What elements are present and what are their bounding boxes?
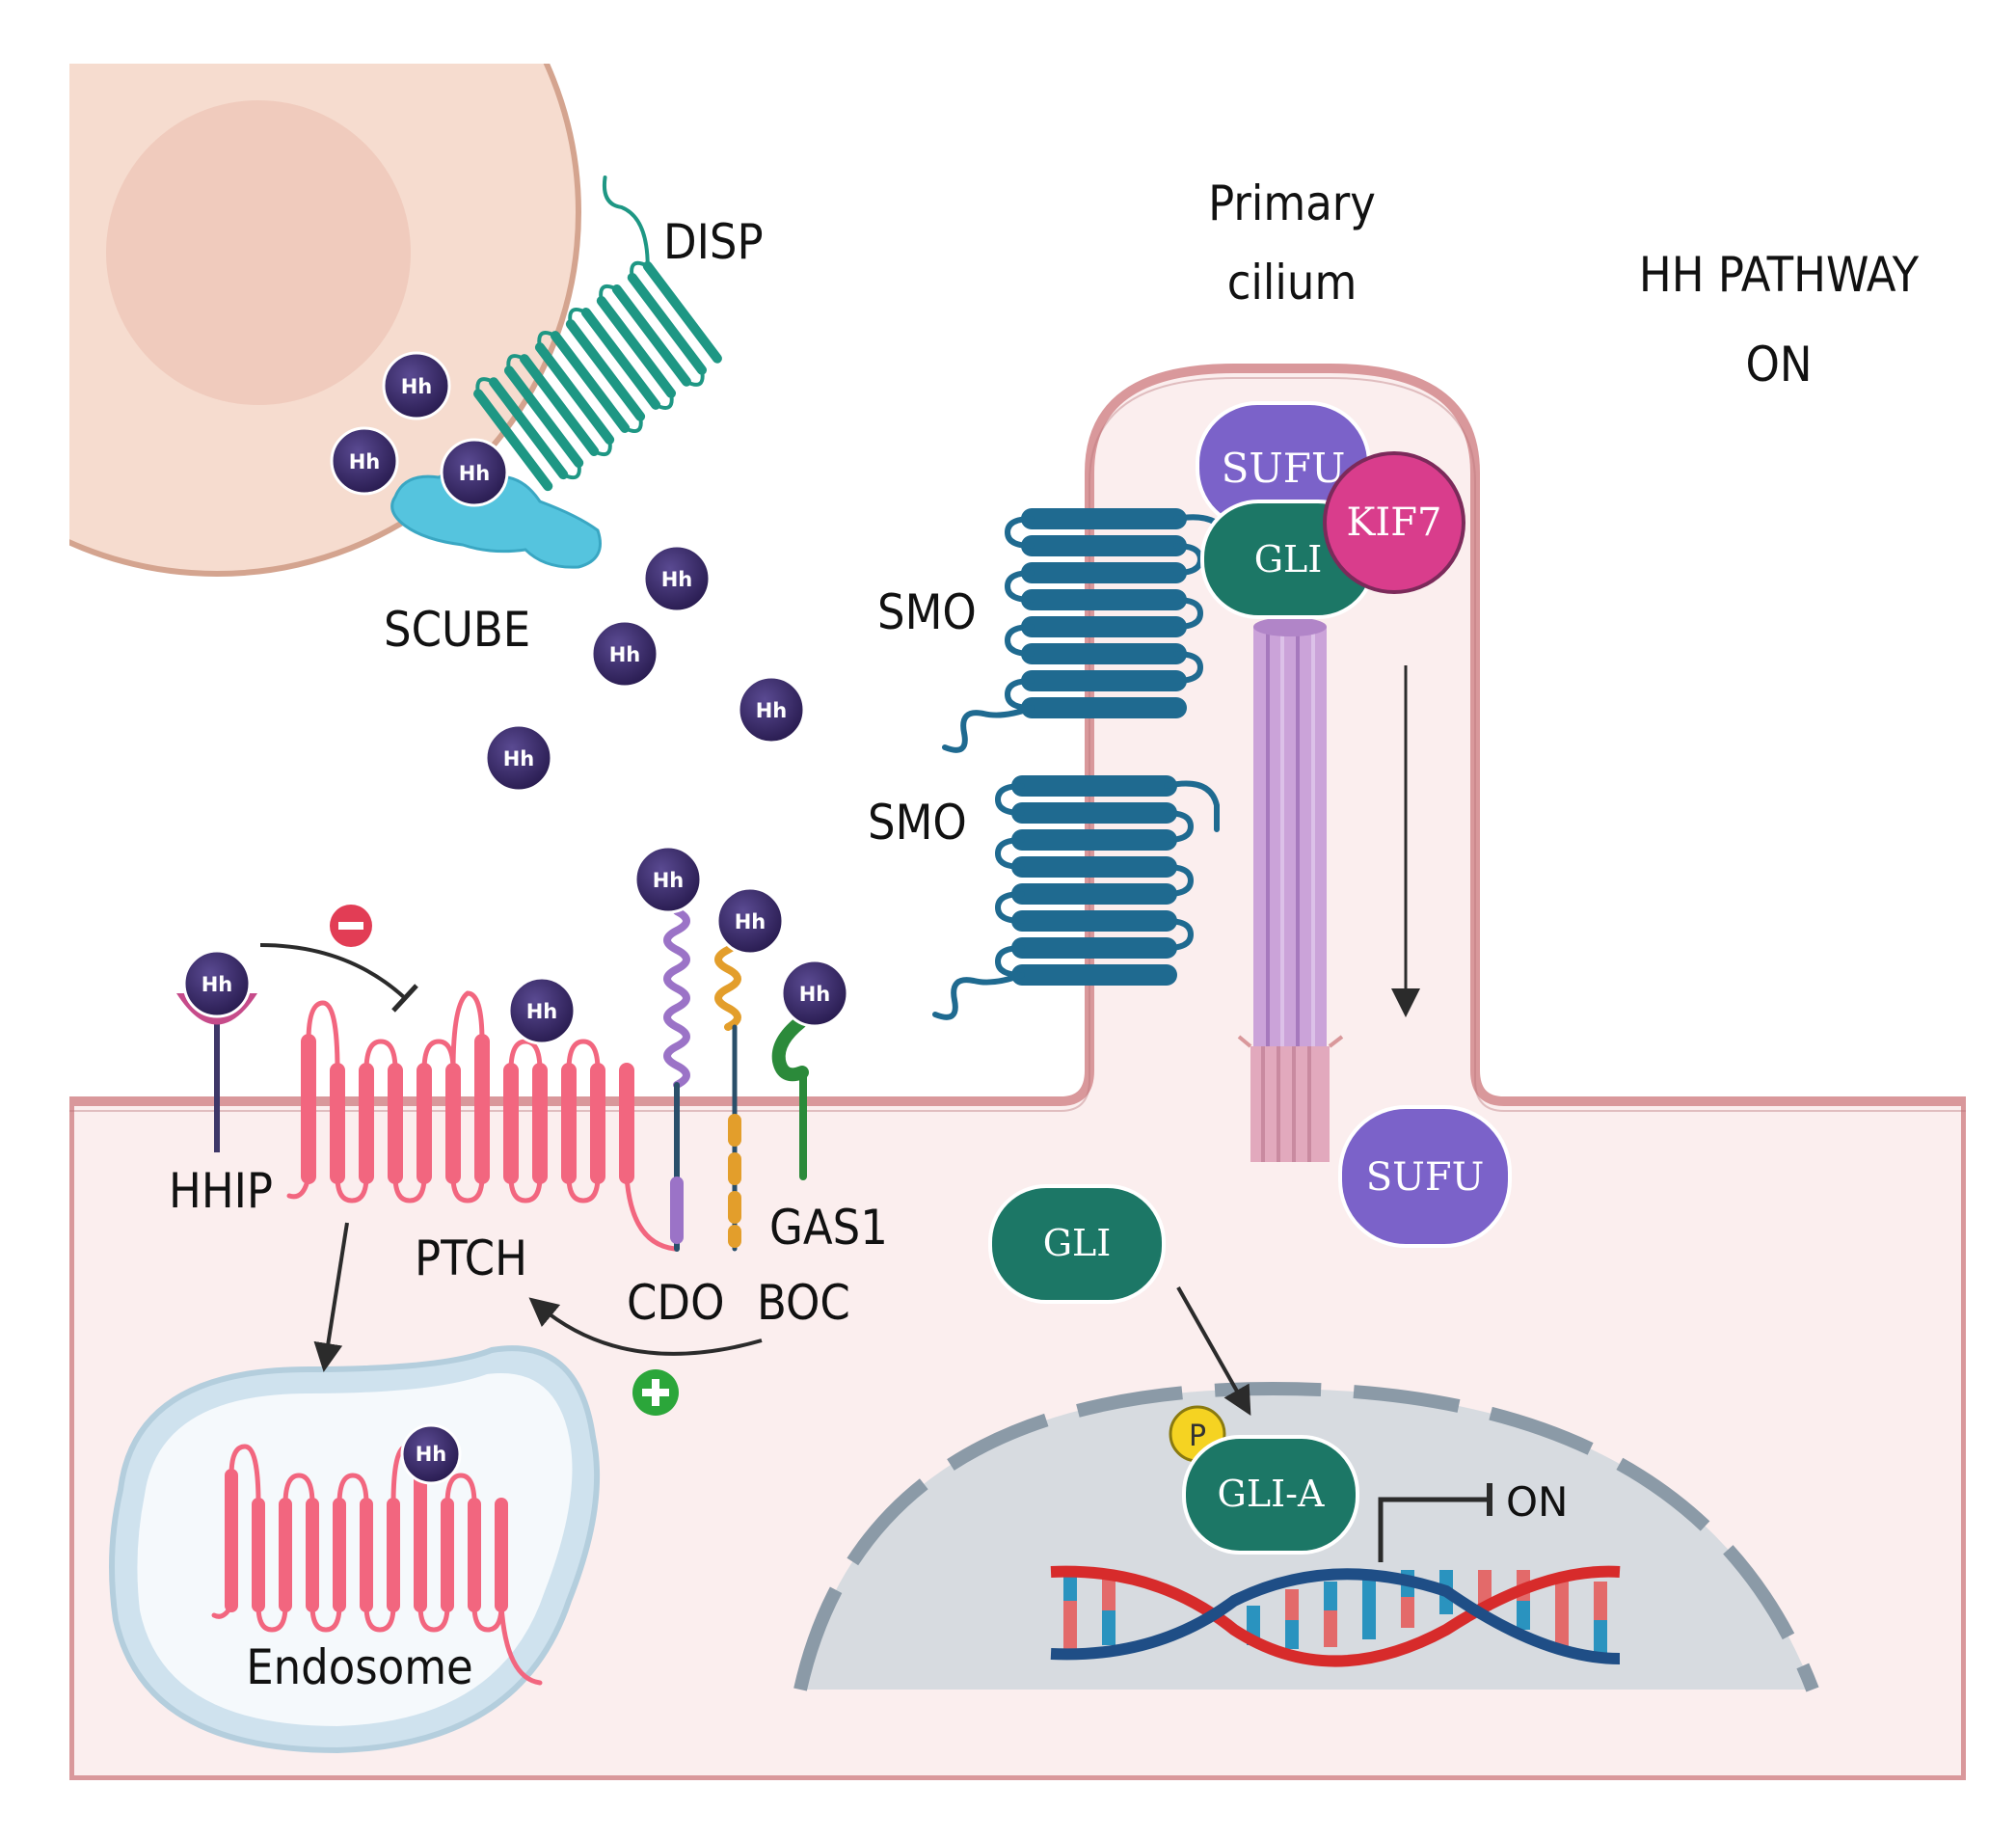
- label-boc: BOC: [757, 1275, 850, 1331]
- disp-protein: [473, 175, 722, 492]
- label-hhip: HHIP: [169, 1163, 273, 1219]
- svg-text:Hh: Hh: [349, 450, 381, 473]
- ptch-protein: [286, 990, 678, 1252]
- svg-text:ON: ON: [1506, 1478, 1568, 1526]
- sufu-gli-kif7-complex: SUFU GLI KIF7: [1196, 401, 1465, 619]
- svg-text:Hh: Hh: [416, 1443, 447, 1466]
- secreting-cell-nucleus: [106, 100, 411, 405]
- gli-a-activator: GLI-A: [1182, 1435, 1359, 1555]
- hh-ligand: Hh: [590, 619, 659, 689]
- hh-ligand: Hh: [507, 976, 577, 1045]
- gli-to-nucleus-arrow: [1176, 1286, 1251, 1417]
- label-disp: DISP: [663, 214, 764, 270]
- hh-ligand: Hh: [440, 438, 509, 507]
- svg-text:Hh: Hh: [526, 1000, 558, 1023]
- hh-ligand: Hh: [780, 959, 849, 1028]
- gas1-protein: [771, 1015, 809, 1180]
- smo-lower: [932, 775, 1220, 1020]
- label-cdo: CDO: [627, 1275, 724, 1331]
- label-endosome: Endosome: [246, 1639, 472, 1695]
- svg-text:Hh: Hh: [661, 568, 693, 591]
- labels: DISP SCUBE Primary cilium HH PATHWAY ON …: [169, 176, 1920, 1695]
- label-scube: SCUBE: [384, 602, 530, 658]
- svg-text:P: P: [1189, 1420, 1206, 1453]
- svg-text:SUFU: SUFU: [1366, 1155, 1485, 1200]
- cdo-protein: [663, 907, 690, 1252]
- svg-text:Hh: Hh: [459, 462, 491, 485]
- smo-upper: [942, 508, 1232, 753]
- hh-ligand: Hh: [182, 949, 252, 1018]
- ptch-to-endosome-arrow: [313, 1222, 349, 1372]
- svg-text:GLI: GLI: [1254, 538, 1323, 581]
- dna-helix: [1050, 1565, 1621, 1667]
- svg-text:Hh: Hh: [653, 869, 685, 892]
- hh-ligand: Hh: [715, 886, 785, 956]
- kif7: [1323, 451, 1465, 594]
- label-primary-cilium-2: cilium: [1227, 255, 1357, 311]
- hh-ligand: Hh: [330, 426, 399, 496]
- svg-text:Hh: Hh: [735, 910, 766, 933]
- hh-ligands: Hh Hh Hh Hh Hh Hh Hh Hh Hh Hh Hh Hh Hh: [182, 351, 849, 1485]
- cilium-axoneme: [1237, 617, 1344, 1162]
- svg-text:SUFU: SUFU: [1222, 445, 1346, 492]
- svg-text:Hh: Hh: [401, 375, 433, 398]
- page-title-line2: ON: [1745, 337, 1812, 392]
- minus-sign: [330, 905, 372, 947]
- coreceptor-activation-arrow: [528, 1297, 763, 1356]
- transcription-on-marker: ON: [1378, 1478, 1568, 1562]
- svg-text:Hh: Hh: [799, 983, 831, 1006]
- label-smo-lower: SMO: [868, 795, 967, 851]
- label-gas1: GAS1: [769, 1200, 888, 1256]
- hh-ligand: Hh: [400, 1423, 462, 1485]
- label-ptch: PTCH: [415, 1231, 527, 1286]
- plus-sign: [632, 1369, 679, 1416]
- hh-ligand: Hh: [633, 845, 703, 914]
- svg-text:KIF7: KIF7: [1347, 500, 1442, 545]
- hh-ligand: Hh: [484, 723, 553, 793]
- hhip-inhibits-ptch-arrow: [259, 943, 418, 1013]
- svg-text:Hh: Hh: [202, 973, 233, 996]
- svg-text:GLI: GLI: [1043, 1222, 1112, 1264]
- svg-text:GLI-A: GLI-A: [1218, 1473, 1325, 1515]
- label-smo-upper: SMO: [877, 584, 977, 640]
- hh-ligand: Hh: [737, 675, 806, 744]
- svg-text:Hh: Hh: [756, 699, 788, 722]
- hh-ligand: Hh: [642, 544, 712, 613]
- page-title-line1: HH PATHWAY: [1639, 247, 1920, 303]
- gli-released: GLI: [988, 1184, 1166, 1304]
- sufu-released: SUFU: [1338, 1105, 1512, 1248]
- label-primary-cilium-1: Primary: [1208, 176, 1376, 231]
- svg-text:Hh: Hh: [503, 747, 535, 771]
- svg-text:Hh: Hh: [609, 643, 641, 666]
- hh-ligand: Hh: [382, 351, 451, 420]
